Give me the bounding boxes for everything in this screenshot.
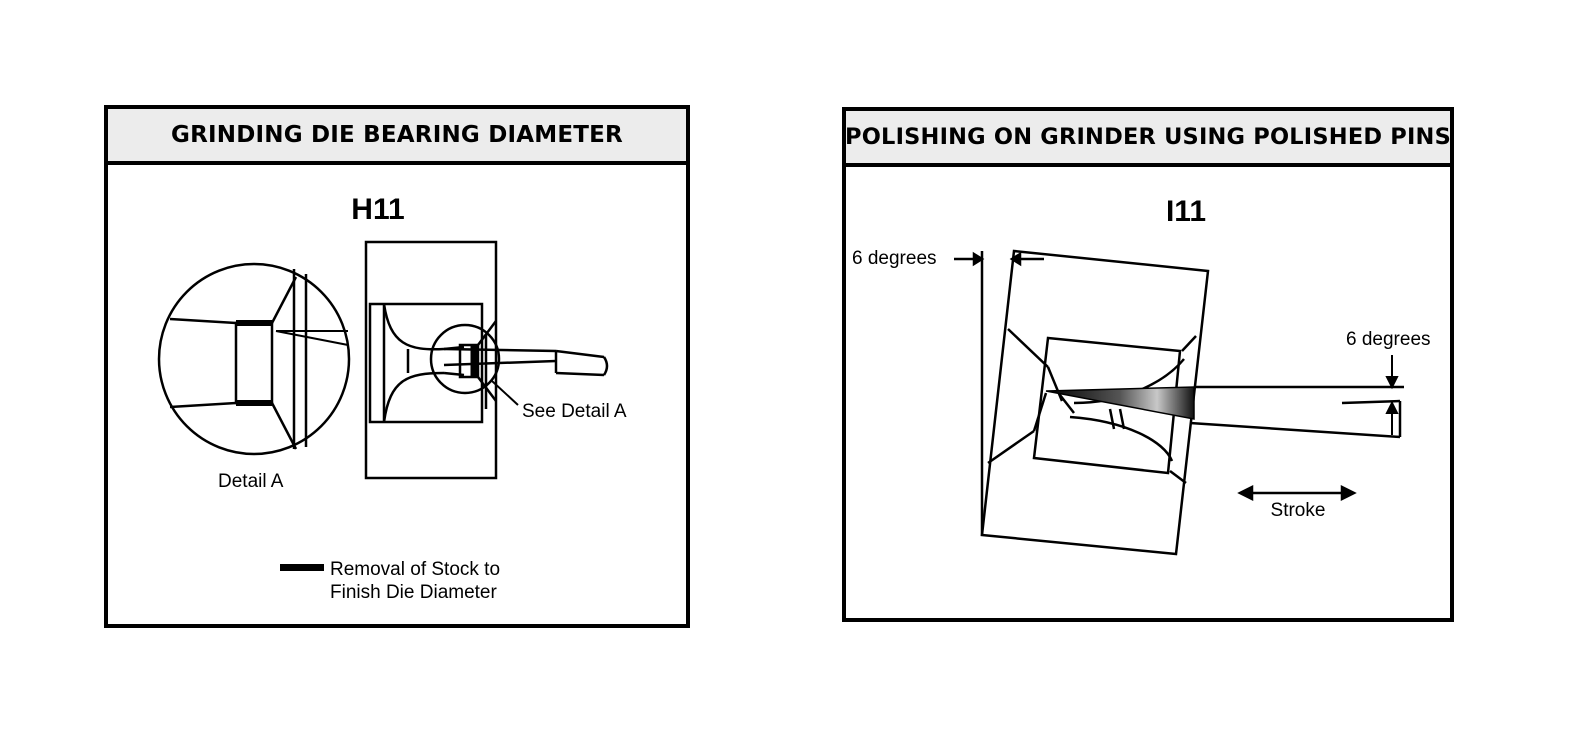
polishing-header: POLISHING ON GRINDER USING POLISHED PINS bbox=[845, 111, 1451, 167]
polished-pin-taper bbox=[1045, 386, 1195, 420]
stroke-double-arrow bbox=[1237, 484, 1357, 502]
grinding-die-header: GRINDING DIE BEARING DIAMETER bbox=[108, 109, 686, 165]
legend-line-1: Removal of Stock to bbox=[330, 559, 500, 580]
stock-removal-legend-swatch bbox=[280, 564, 324, 571]
figure-code-i11: I11 bbox=[1166, 195, 1206, 228]
grinding-die-diagram: H11 Detail A bbox=[157, 193, 627, 603]
grinding-pin bbox=[443, 347, 609, 377]
polishing-title: POLISHING ON GRINDER USING POLISHED PINS bbox=[845, 124, 1451, 150]
see-detail-leader-line bbox=[491, 380, 519, 406]
grinding-die-panel: GRINDING DIE BEARING DIAMETER H11 Detail… bbox=[104, 105, 690, 628]
figure-code-h11: H11 bbox=[351, 193, 404, 226]
polishing-panel: POLISHING ON GRINDER USING POLISHED PINS… bbox=[842, 107, 1454, 622]
left-angle-indicator bbox=[954, 251, 1044, 536]
die-block-cross-section bbox=[364, 240, 501, 480]
right-angle-indicator bbox=[1385, 355, 1399, 435]
grinding-die-title: GRINDING DIE BEARING DIAMETER bbox=[171, 122, 623, 148]
angle-label-left: 6 degrees bbox=[852, 248, 937, 269]
polishing-diagram: I11 6 degrees bbox=[852, 195, 1431, 556]
detail-a-label: Detail A bbox=[218, 471, 284, 492]
legend-line-2: Finish Die Diameter bbox=[330, 582, 497, 603]
see-detail-a-label: See Detail A bbox=[522, 401, 627, 422]
polishing-pin-shaft bbox=[1189, 385, 1404, 439]
angle-label-right: 6 degrees bbox=[1346, 329, 1431, 350]
stroke-label: Stroke bbox=[1271, 500, 1326, 521]
detail-a-magnified-view bbox=[157, 262, 351, 456]
